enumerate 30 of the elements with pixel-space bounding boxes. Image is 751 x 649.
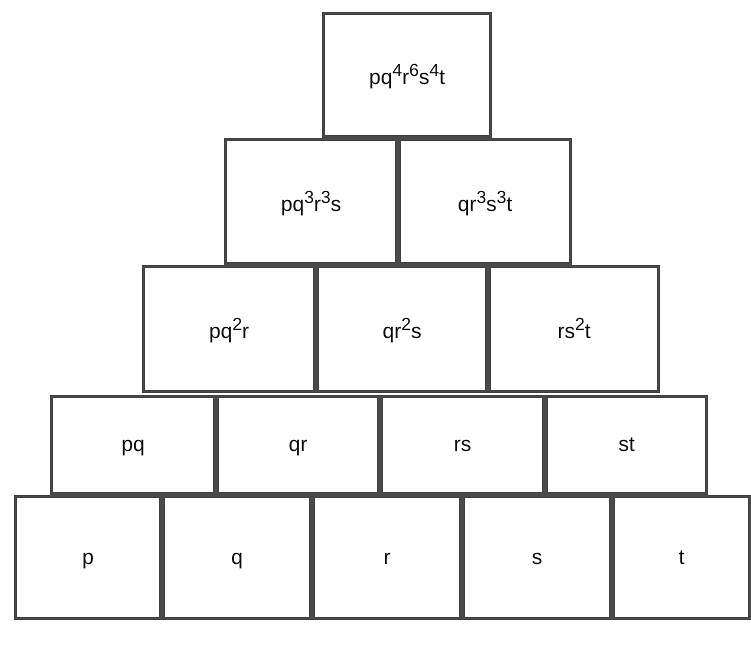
pyramid-cell <box>142 265 316 393</box>
cell-term: qr$^{2}$s <box>382 314 422 344</box>
cell-term: pq <box>121 433 145 457</box>
pyramid-cell <box>322 12 492 138</box>
pyramid-cell <box>50 395 216 495</box>
pyramid-cell <box>380 395 545 495</box>
cell-term: pq$^{2}$r <box>208 314 250 344</box>
cell-term: qr <box>288 433 308 457</box>
pyramid-cell <box>14 495 162 620</box>
pyramid-cell <box>488 265 660 393</box>
cell-term: r <box>384 546 390 570</box>
cell-term: pq$^{3}$r$^{3}$s <box>280 186 342 216</box>
pyramid-cell <box>545 395 708 495</box>
cell-term: p <box>82 546 94 570</box>
cell-term: s <box>532 546 542 570</box>
pyramid-cell <box>216 395 380 495</box>
cell-term: pq$^{4}$r$^{6}$s$^{4}$t <box>369 60 445 90</box>
cell-term: t <box>678 546 684 570</box>
cell-term: qr$^{3}$s$^{3}$t <box>458 186 512 216</box>
cell-term: rs <box>454 433 472 457</box>
cell-term: st <box>618 433 635 457</box>
pyramid-cell <box>398 138 572 265</box>
pyramid-cell <box>224 138 398 265</box>
pyramid-cell <box>612 495 751 620</box>
pyramid-cell <box>462 495 612 620</box>
cell-term: rs$^{2}$t <box>557 314 591 344</box>
cell-term: q <box>231 546 243 570</box>
pyramid-cell <box>162 495 312 620</box>
pyramid-cell <box>312 495 462 620</box>
pyramid-cell <box>316 265 488 393</box>
